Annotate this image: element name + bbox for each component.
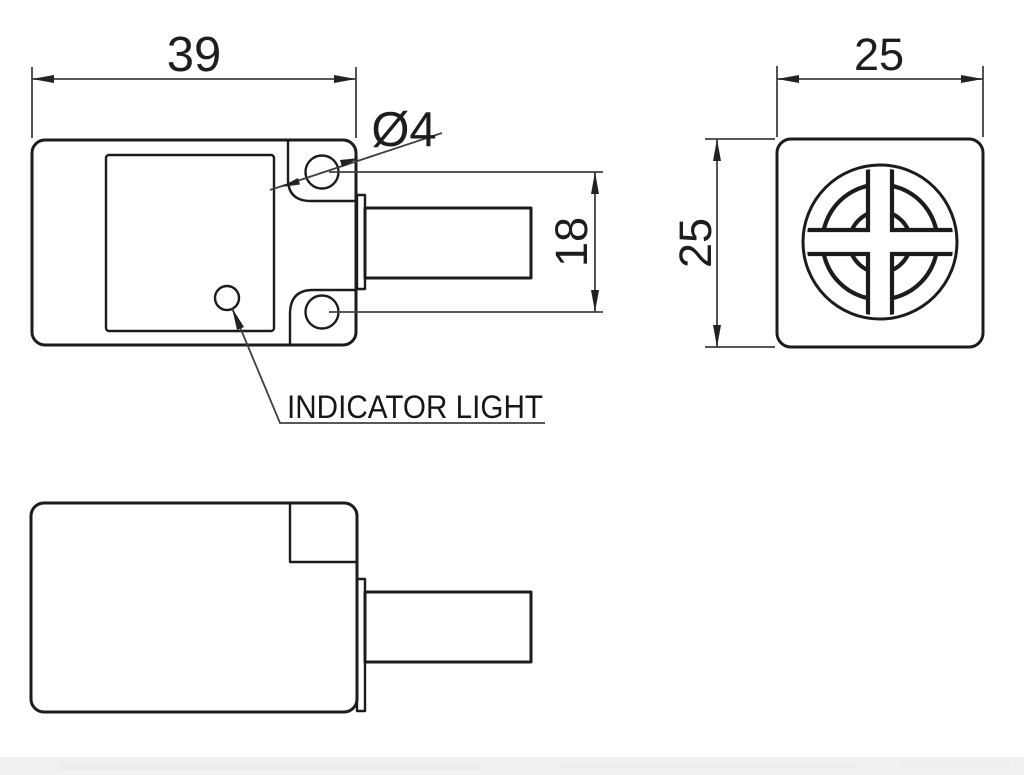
dimension-side-width: 25 bbox=[776, 29, 984, 137]
indicator-light-label: INDICATOR LIGHT bbox=[287, 389, 543, 425]
dimension-front-width: 39 bbox=[31, 28, 357, 138]
arrowhead bbox=[232, 308, 244, 330]
arrowhead-top bbox=[591, 172, 599, 194]
arrowhead-top bbox=[713, 139, 721, 161]
dim-value-25-height: 25 bbox=[670, 218, 721, 268]
arrowhead-lower bbox=[281, 178, 300, 187]
arrowhead-right bbox=[961, 75, 983, 83]
arrowhead-bottom bbox=[591, 290, 599, 312]
footer-band-base bbox=[0, 757, 1024, 775]
face-outer-circle bbox=[801, 163, 959, 321]
front-connector-plug bbox=[363, 206, 533, 280]
dim-value-39: 39 bbox=[167, 28, 222, 82]
dim-value-18: 18 bbox=[546, 217, 597, 267]
footer-band-noise bbox=[900, 762, 1010, 770]
front-body-outline bbox=[30, 138, 358, 347]
front-view bbox=[30, 138, 533, 347]
dimension-hole-spacing: 18 bbox=[329, 171, 603, 313]
footer-band-noise bbox=[560, 764, 860, 770]
arrowhead-bottom bbox=[713, 325, 721, 347]
sensing-face-pattern bbox=[806, 168, 954, 316]
footer-band-noise bbox=[60, 762, 480, 770]
front-top-ear-outline bbox=[286, 138, 358, 203]
arrowhead-right bbox=[334, 75, 356, 83]
face-cross-bars bbox=[806, 168, 954, 316]
dimension-side-height: 25 bbox=[670, 138, 775, 348]
side-body-outline bbox=[775, 137, 985, 349]
front-coil-area-outline bbox=[104, 153, 276, 333]
dimension-hole-diameter: Ø4 bbox=[269, 103, 443, 191]
leader-line bbox=[231, 307, 545, 424]
dim-value-dia4: Ø4 bbox=[371, 103, 436, 157]
top-body-outline bbox=[29, 501, 359, 714]
dim-value-25-width: 25 bbox=[854, 29, 904, 80]
indicator-light-callout: INDICATOR LIGHT bbox=[231, 307, 545, 425]
arrowhead-left bbox=[32, 75, 54, 83]
arrowhead-left bbox=[777, 75, 799, 83]
front-bottom-ear-outline bbox=[288, 288, 358, 347]
top-connector-plug bbox=[363, 590, 533, 664]
top-sensing-head-step bbox=[288, 501, 358, 564]
arrowhead-upper bbox=[340, 158, 359, 167]
indicator-light-circle bbox=[213, 284, 241, 312]
footer-band bbox=[0, 757, 1024, 775]
side-view bbox=[775, 137, 985, 349]
top-view bbox=[29, 501, 533, 714]
